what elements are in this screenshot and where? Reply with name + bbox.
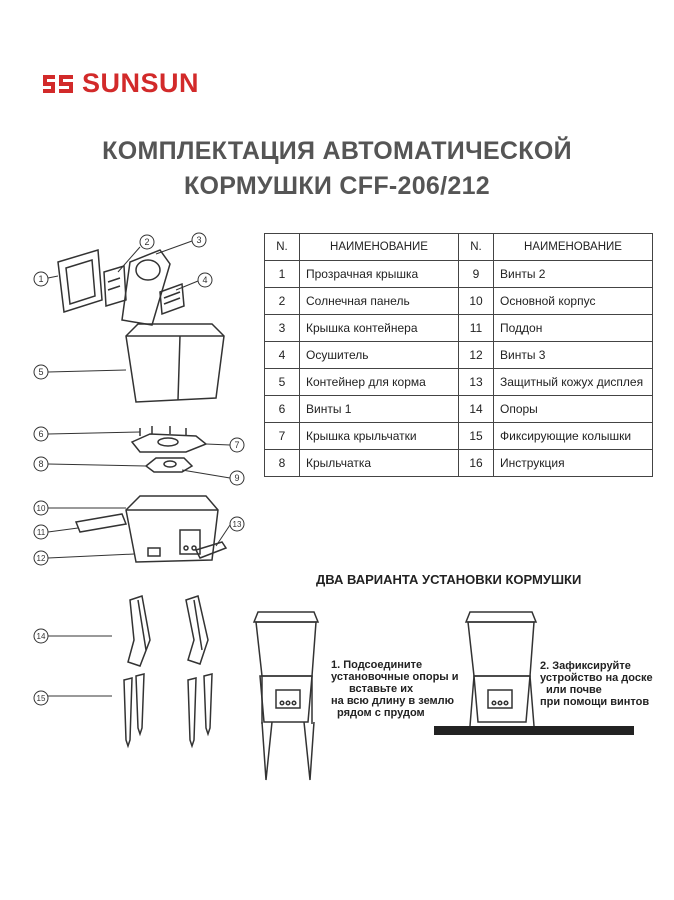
display-cover-drawing [194,541,228,559]
part-name: Крышка контейнера [299,314,459,342]
part-name: Защитный кожух дисплея [493,368,653,396]
header-number-2: N. [458,233,494,261]
callout-9: 9 [234,473,239,483]
part-name: Инструкция [493,449,653,477]
part-name: Винты 3 [493,341,653,369]
sunsun-logo-icon [43,74,73,93]
main-body-drawing [125,495,219,563]
callout-6: 6 [38,429,43,439]
callout-4: 4 [202,275,207,285]
part-name: Винты 1 [299,395,459,423]
part-number: 12 [458,341,494,369]
stakes-drawing [123,673,213,749]
brand-logo: SUNSUN [40,68,199,99]
solar-panel-drawing [103,265,127,307]
option-2-line: или почве [546,684,602,696]
part-number: 7 [264,422,300,450]
brand-name: SUNSUN [82,68,200,98]
legs-drawing [127,595,209,667]
part-number: 2 [264,287,300,315]
part-name: Винты 2 [493,260,653,288]
page-title: КОМПЛЕКТАЦИЯ АВТОМАТИЧЕСКОЙ КОРМУШКИ CFF… [0,134,674,204]
callout-8: 8 [38,459,43,469]
part-number: 15 [458,422,494,450]
callout-1: 1 [38,274,43,284]
header-name-2: НАИМЕНОВАНИЕ [493,233,653,261]
option-1-line: рядом с прудом [337,707,425,719]
installation-title: ДВА ВАРИАНТА УСТАНОВКИ КОРМУШКИ [316,572,582,587]
part-name: Поддон [493,314,653,342]
callout-5: 5 [38,367,43,377]
callout-14: 14 [37,632,46,641]
callout-15: 15 [37,694,46,703]
title-line-2: КОРМУШКИ CFF-206/212 [183,172,490,200]
part-name: Крыльчатка [299,449,459,477]
feed-container-drawing [125,323,225,403]
callout-12: 12 [37,554,46,563]
mounting-board [434,726,634,735]
callout-3: 3 [196,235,201,245]
option-1-line: установочные опоры и [331,671,459,683]
part-number: 14 [458,395,494,423]
option-2-line: 2. Зафиксируйте [540,660,631,672]
callout-13: 13 [233,520,242,529]
part-name: Солнечная панель [299,287,459,315]
installation-option-2: 2. Зафиксируйте устройство на доске или … [540,660,653,708]
installation-option-1: 1. Подсоедините установочные опоры и вст… [331,659,459,719]
desiccant-drawing [159,282,185,316]
part-number: 4 [264,341,300,369]
impeller-cover-drawing [130,433,208,453]
callout-2: 2 [144,237,149,247]
callout-7: 7 [234,440,239,450]
part-name: Опоры [493,395,653,423]
part-name: Контейнер для корма [299,368,459,396]
option-1-line: на всю длину в землю [331,695,455,707]
part-number: 16 [458,449,494,477]
table-header-row: N. НАИМЕНОВАНИЕ N. НАИМЕНОВАНИЕ [264,233,653,261]
install-board-drawing [464,611,538,727]
callout-10: 10 [37,504,46,513]
callout-11: 11 [37,528,46,537]
title-line-1: КОМПЛЕКТАЦИЯ АВТОМАТИЧЕСКОЙ [102,137,572,165]
callout-markers [33,232,245,706]
option-2-line: при помощи винтов [540,696,650,708]
install-ground-drawing [252,611,320,781]
callout-numbers: 1 2 3 4 5 6 7 8 9 10 11 12 13 14 15 [37,235,242,703]
impeller-drawing [144,457,194,473]
option-2-line: устройство на доске [540,672,653,684]
option-1-line: вставьте их [349,683,414,695]
part-number: 9 [458,260,494,288]
part-number: 1 [264,260,300,288]
tray-drawing [74,513,128,533]
header-number-1: N. [264,233,300,261]
option-1-line: 1. Подсоедините [331,659,423,671]
part-name: Крышка крыльчатки [299,422,459,450]
callout-lines [47,240,231,697]
transparent-lid-drawing [57,249,103,313]
